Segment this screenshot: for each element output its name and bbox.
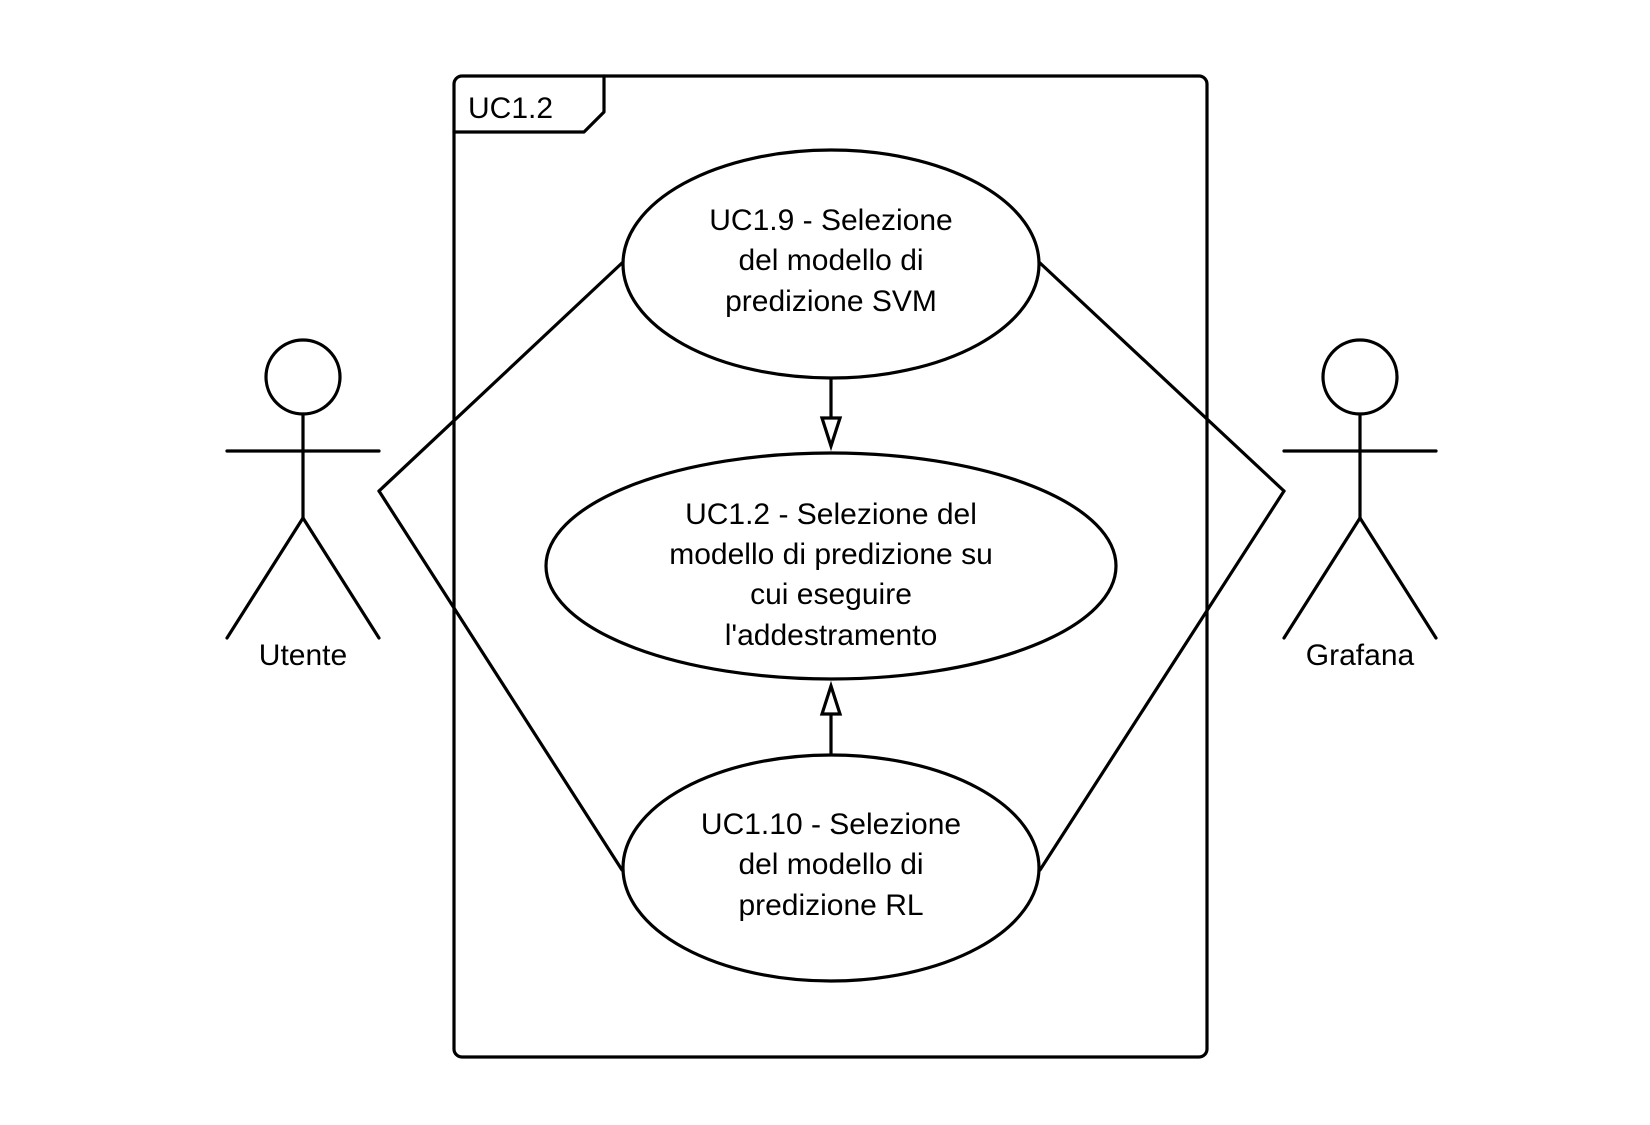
generalization-uc19-to-uc12	[819, 376, 843, 452]
frame-tab	[452, 74, 606, 134]
stick-figure-icon	[225, 338, 381, 640]
frame-label: UC1.2	[468, 92, 553, 125]
associations-utente	[377, 261, 624, 872]
hollow-arrowhead-icon	[819, 680, 843, 716]
use-case-label: l'addestramento	[725, 619, 938, 652]
actor-label: Utente	[259, 639, 347, 672]
hollow-arrowhead-icon	[819, 416, 843, 452]
use-case-label: predizione SVM	[725, 285, 937, 318]
actor-label: Grafana	[1306, 639, 1415, 672]
system-boundary: UC1.2	[452, 74, 1209, 1059]
use-case-label: del modello di	[738, 244, 923, 277]
use-case-uc110[interactable]: UC1.10 - Selezione del modello di prediz…	[621, 753, 1041, 983]
association-utente-uc110	[377, 489, 624, 872]
use-case-label: UC1.2 - Selezione del	[685, 498, 977, 531]
use-case-label: del modello di	[738, 848, 923, 881]
use-case-label: predizione RL	[738, 889, 923, 922]
use-case-label: UC1.9 - Selezione	[709, 204, 952, 237]
associations-grafana	[1038, 261, 1286, 872]
use-case-label: UC1.10 - Selezione	[701, 808, 961, 841]
stick-figure-icon	[1282, 338, 1438, 640]
association-grafana-uc110	[1038, 489, 1286, 872]
association-utente-uc19	[377, 261, 624, 493]
generalization-uc110-to-uc12	[819, 680, 843, 755]
use-case-uc19[interactable]: UC1.9 - Selezione del modello di predizi…	[621, 148, 1041, 380]
actor-utente[interactable]: Utente	[225, 338, 381, 672]
association-grafana-uc19	[1038, 261, 1286, 493]
use-case-label: cui eseguire	[750, 578, 912, 611]
use-case-label: modello di predizione su	[669, 538, 993, 571]
use-case-uc12[interactable]: UC1.2 - Selezione del modello di predizi…	[544, 451, 1118, 681]
actor-grafana[interactable]: Grafana	[1282, 338, 1438, 672]
